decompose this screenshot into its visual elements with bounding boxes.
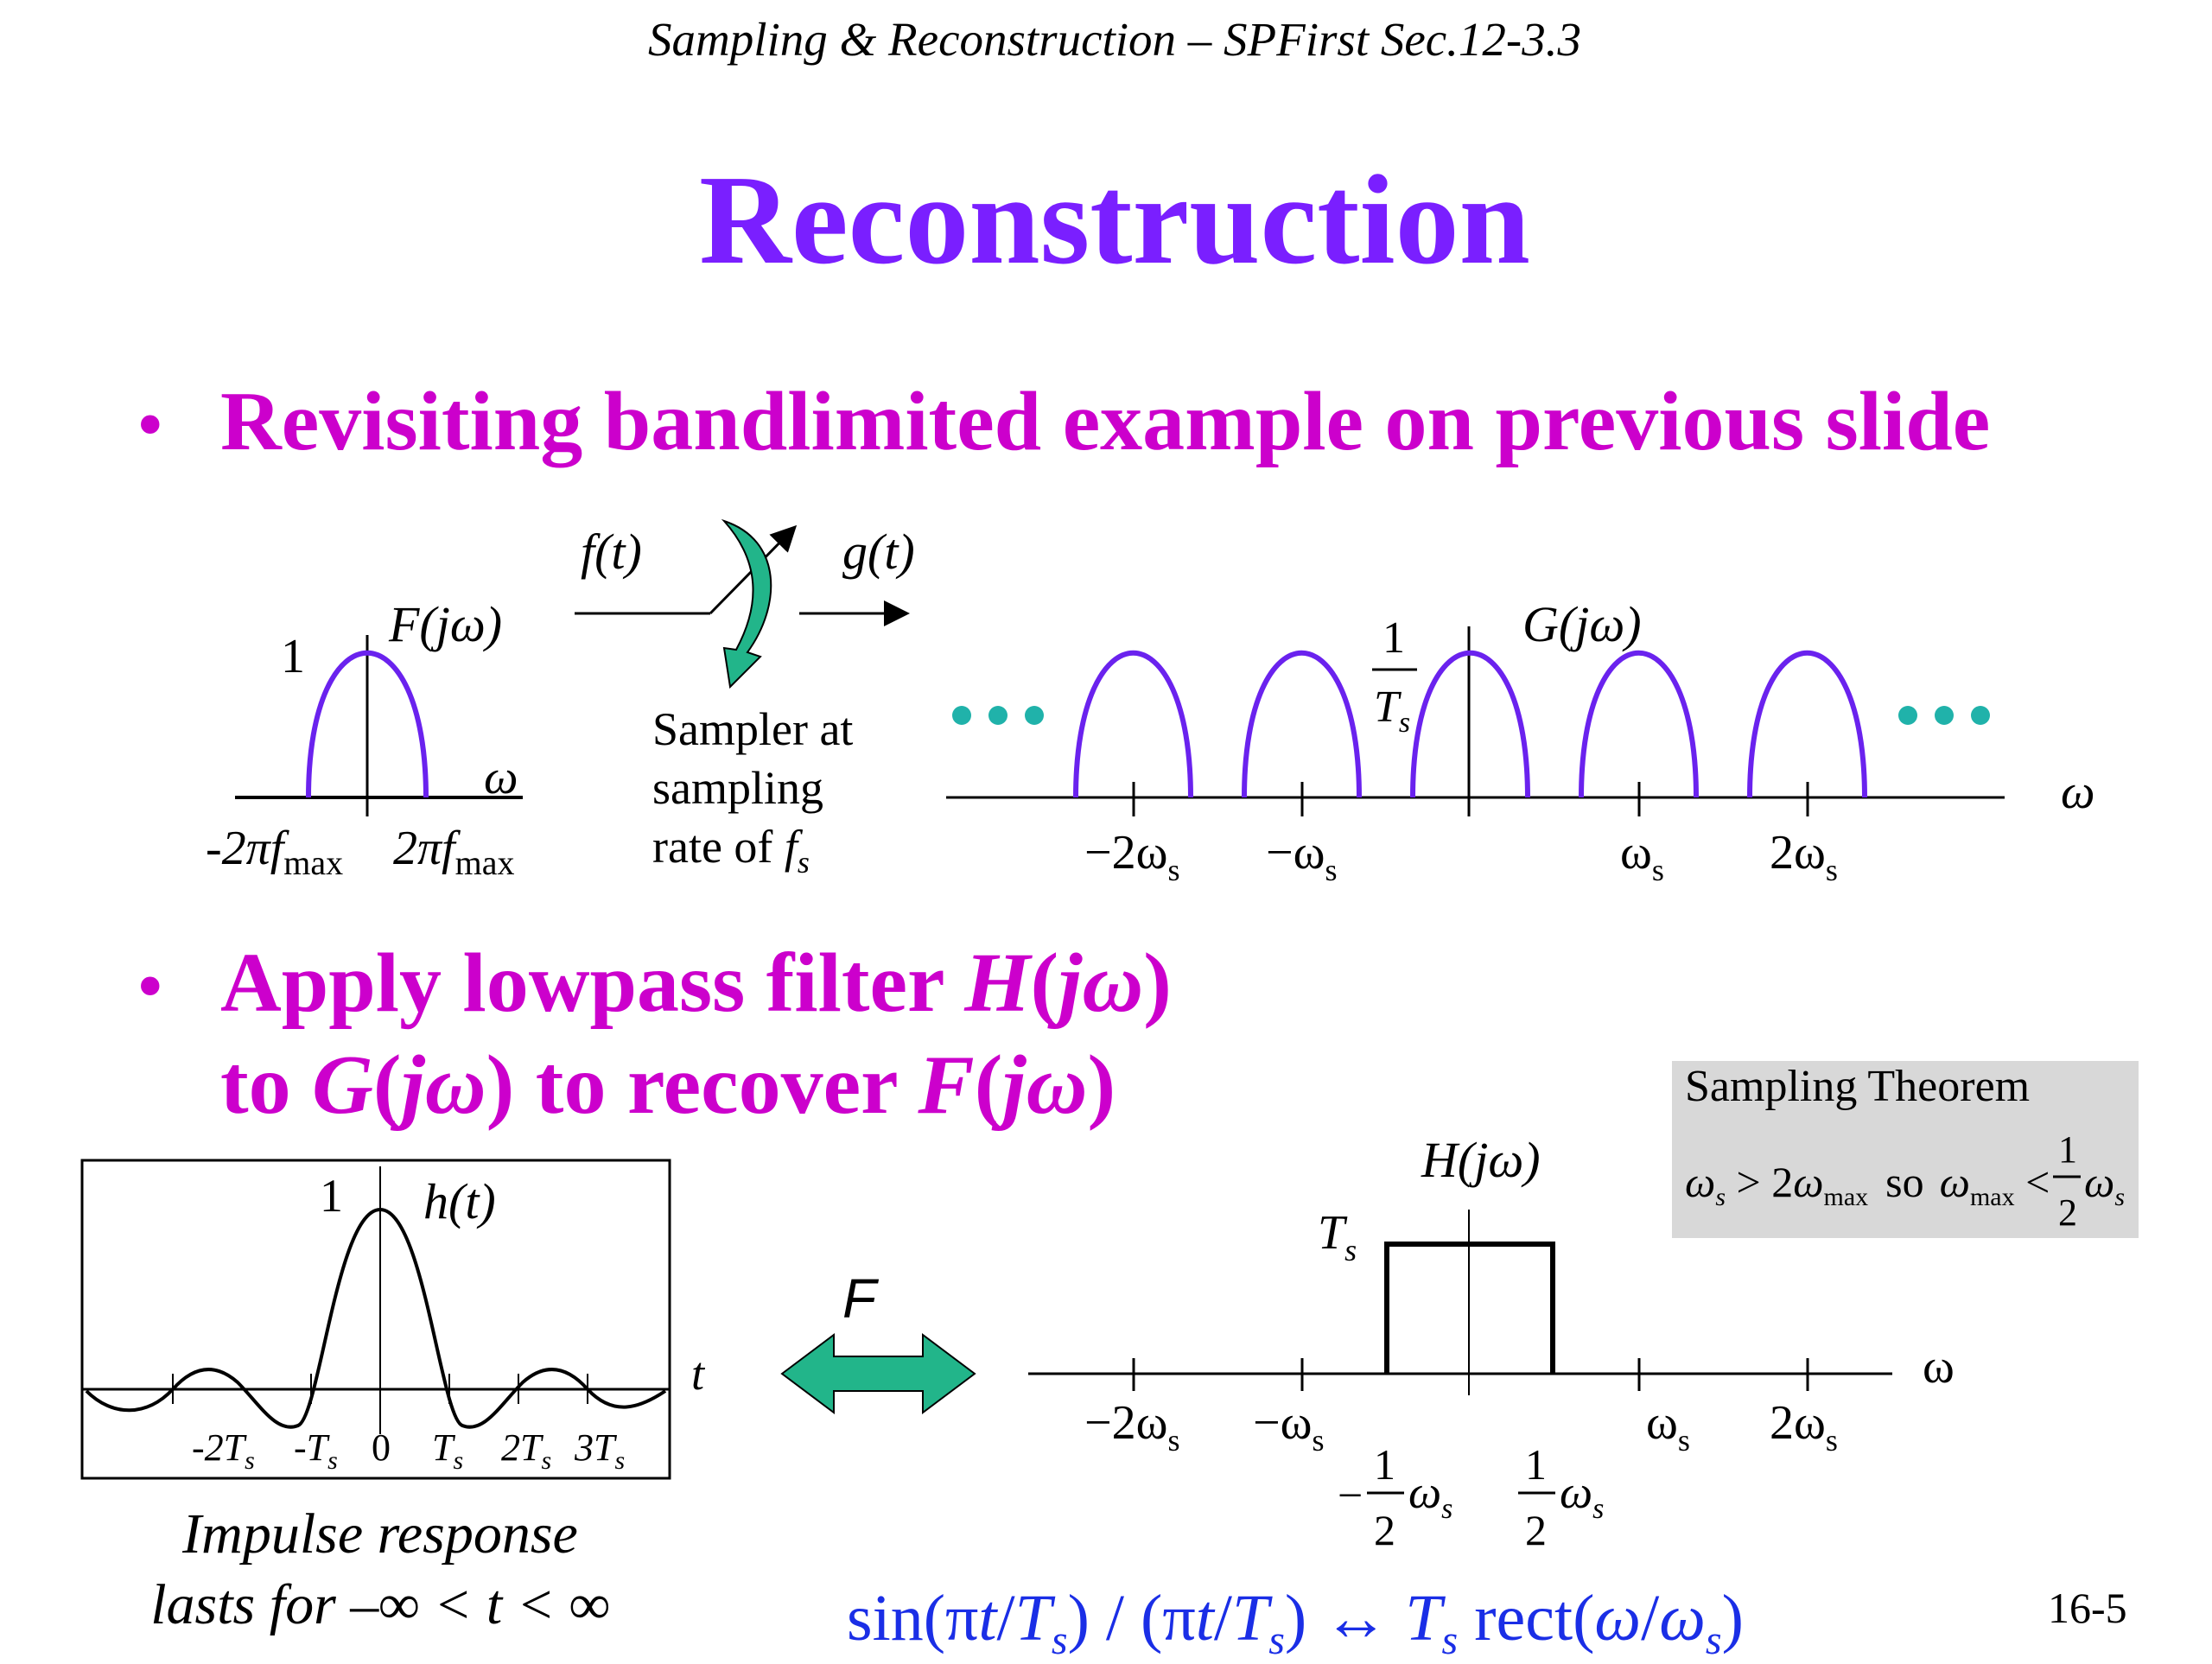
bullet-dot: • xyxy=(137,382,164,467)
cutoff-left-numerator: 1 xyxy=(1374,1440,1395,1489)
impulse-response-frame xyxy=(80,1159,671,1480)
sampled-axis-label: ω xyxy=(2061,765,2095,819)
input-spectrum-axis-label: ω xyxy=(484,751,518,804)
impulse-axis-label: t xyxy=(691,1348,706,1400)
sampled-spectrum-plot: 1 Ts G(jω) ω −2ωs −ωs ωs 2ωs xyxy=(946,596,2095,887)
bullet-2-line-1: Apply lowpass filter H(jω) xyxy=(220,937,1172,1030)
sampler-output-label: g(t) xyxy=(842,524,915,580)
sampling-theorem-title: Sampling Theorem xyxy=(1685,1062,2031,1111)
impulse-response-plot: 1 h(t) t -2Ts -Ts 0 Ts 2Ts 3Ts xyxy=(80,1159,706,1480)
ellipsis-right-dot xyxy=(1971,706,1990,725)
page-number: 16-5 xyxy=(2048,1584,2127,1632)
sampler-input-label: f(t) xyxy=(581,524,642,580)
filter-tick-label: −ωs xyxy=(1253,1396,1324,1458)
sampled-spectrum-label: G(jω) xyxy=(1522,596,1642,652)
input-spectrum-curve xyxy=(306,651,429,798)
transform-pair-formula: sin(πt/Ts) / (πt/Ts) ↔ Ts rect(ω/ωs) xyxy=(847,1582,1744,1664)
sinc-curve xyxy=(85,1207,667,1429)
impulse-response-label: h(t) xyxy=(423,1173,496,1229)
ellipsis-left-dot xyxy=(1025,706,1044,725)
input-tick-left: -2πfmax xyxy=(206,822,343,882)
ellipsis-left-dot xyxy=(988,706,1007,725)
cutoff-left-sign: − xyxy=(1338,1471,1363,1521)
ellipsis-left-dot xyxy=(952,706,971,725)
replica-minus-ws xyxy=(1242,651,1362,798)
replica-plus-2ws xyxy=(1747,651,1867,798)
impulse-caption-1: Impulse response xyxy=(182,1502,578,1566)
sampler-caption-2: sampling xyxy=(652,762,823,814)
input-spectrum-label: F(jω) xyxy=(388,596,502,652)
cutoff-right-var: ωs xyxy=(1560,1466,1604,1525)
bullet-dot: • xyxy=(137,943,164,1029)
impulse-tick-label: -Ts xyxy=(294,1426,338,1475)
cutoff-right-numerator: 1 xyxy=(1525,1440,1547,1489)
filter-plot: H(jω) Ts ω −2ωs −ωs ωs 2ωs − 1 2 ωs 1 2 … xyxy=(1028,1132,1955,1554)
input-spectrum-peak-label: 1 xyxy=(281,630,305,683)
slide-header: Sampling & Reconstruction – SPFirst Sec.… xyxy=(648,13,1581,66)
sampling-theorem-box xyxy=(1672,1061,2139,1238)
impulse-tick-label: 0 xyxy=(372,1426,391,1469)
filter-tick-label: −2ωs xyxy=(1084,1396,1179,1458)
sampled-tick-label: 2ωs xyxy=(1770,826,1838,887)
cutoff-right-denominator: 2 xyxy=(1525,1506,1547,1554)
ellipsis-right-dot xyxy=(1898,706,1917,725)
cutoff-left-var: ωs xyxy=(1408,1466,1452,1525)
bullet-2-line-2: to G(jω) to recover F(jω) xyxy=(220,1038,1116,1132)
sampler-rotation-icon xyxy=(721,518,772,689)
fourier-label: F xyxy=(842,1267,880,1330)
sampled-peak-denominator: Ts xyxy=(1374,683,1410,739)
impulse-tick-label: Ts xyxy=(432,1426,463,1475)
sampled-tick-label: ωs xyxy=(1620,826,1664,887)
sampler-caption-3: rate of fs xyxy=(652,821,810,880)
theorem-ws: ωs xyxy=(2084,1158,2125,1211)
filter-label: H(jω) xyxy=(1421,1132,1541,1188)
sampler-caption-1: Sampler at xyxy=(652,703,853,755)
replica-center xyxy=(1410,651,1530,798)
impulse-caption-2: lasts for –∞ < t < ∞ xyxy=(150,1573,610,1636)
ellipsis-right-dot xyxy=(1935,706,1954,725)
impulse-tick-label: -2Ts xyxy=(192,1426,255,1475)
replica-minus-2ws xyxy=(1073,651,1193,798)
filter-height-label: Ts xyxy=(1318,1206,1357,1267)
fourier-transform-arrow: F xyxy=(780,1267,976,1414)
cutoff-left-denominator: 2 xyxy=(1374,1506,1395,1554)
theorem-half-denominator: 2 xyxy=(2058,1191,2077,1234)
impulse-tick-label: 3Ts xyxy=(574,1426,625,1475)
impulse-peak-label: 1 xyxy=(320,1170,343,1222)
impulse-tick-label: 2Ts xyxy=(501,1426,551,1475)
filter-tick-label: ωs xyxy=(1646,1396,1690,1458)
sampled-tick-label: −2ωs xyxy=(1084,826,1179,887)
filter-tick-label: 2ωs xyxy=(1770,1396,1838,1458)
double-arrow-icon xyxy=(780,1333,976,1414)
sampled-tick-label: −ωs xyxy=(1266,826,1337,887)
input-tick-right: 2πfmax xyxy=(393,822,515,882)
sampler-block: f(t) g(t) Sampler at sampling rate of fs xyxy=(575,518,915,880)
input-spectrum-plot: 1 F(jω) ω -2πfmax 2πfmax xyxy=(206,596,523,882)
sampled-peak-numerator: 1 xyxy=(1382,613,1405,663)
filter-rect xyxy=(1384,1242,1555,1374)
theorem-half-numerator: 1 xyxy=(2058,1128,2077,1171)
replica-plus-ws xyxy=(1579,651,1699,798)
slide-title: Reconstruction xyxy=(699,149,1530,291)
bullet-1: Revisiting bandlimited example on previo… xyxy=(220,375,1991,468)
filter-axis-label: ω xyxy=(1923,1340,1955,1394)
